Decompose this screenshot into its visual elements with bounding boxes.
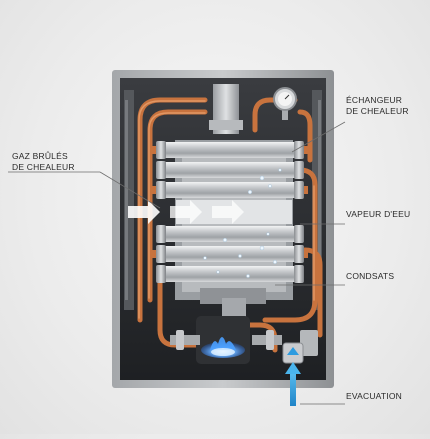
label-condsats: CONDSATS [346, 271, 395, 281]
left-bracket [124, 90, 134, 310]
label-gaz-line2: DE CHEALEUR [12, 162, 75, 172]
exchanger-tubes [152, 141, 308, 283]
label-vapeur: VAPEUR D'EEU [346, 209, 411, 219]
gas-flow-arrows [128, 200, 244, 224]
label-echangeur-line1: ÉCHANGEUR [346, 95, 403, 105]
label-gaz-brules: GAZ BRÛLÉS DE CHEALEUR [12, 151, 75, 173]
pressure-gauge-icon [273, 87, 297, 120]
label-echangeur-line2: DE CHEALEUR [346, 106, 409, 116]
bottom-valves [170, 330, 318, 356]
leader-lines [8, 121, 346, 405]
label-echangeur: ÉCHANGEUR DE CHEALEUR [346, 95, 409, 117]
up-arrow-icon [285, 362, 301, 406]
condensate-droplets [203, 168, 282, 278]
label-gaz-line1: GAZ BRÛLÉS [12, 151, 68, 161]
collector [200, 288, 266, 304]
label-evacuation: EVACUATION [346, 391, 402, 401]
